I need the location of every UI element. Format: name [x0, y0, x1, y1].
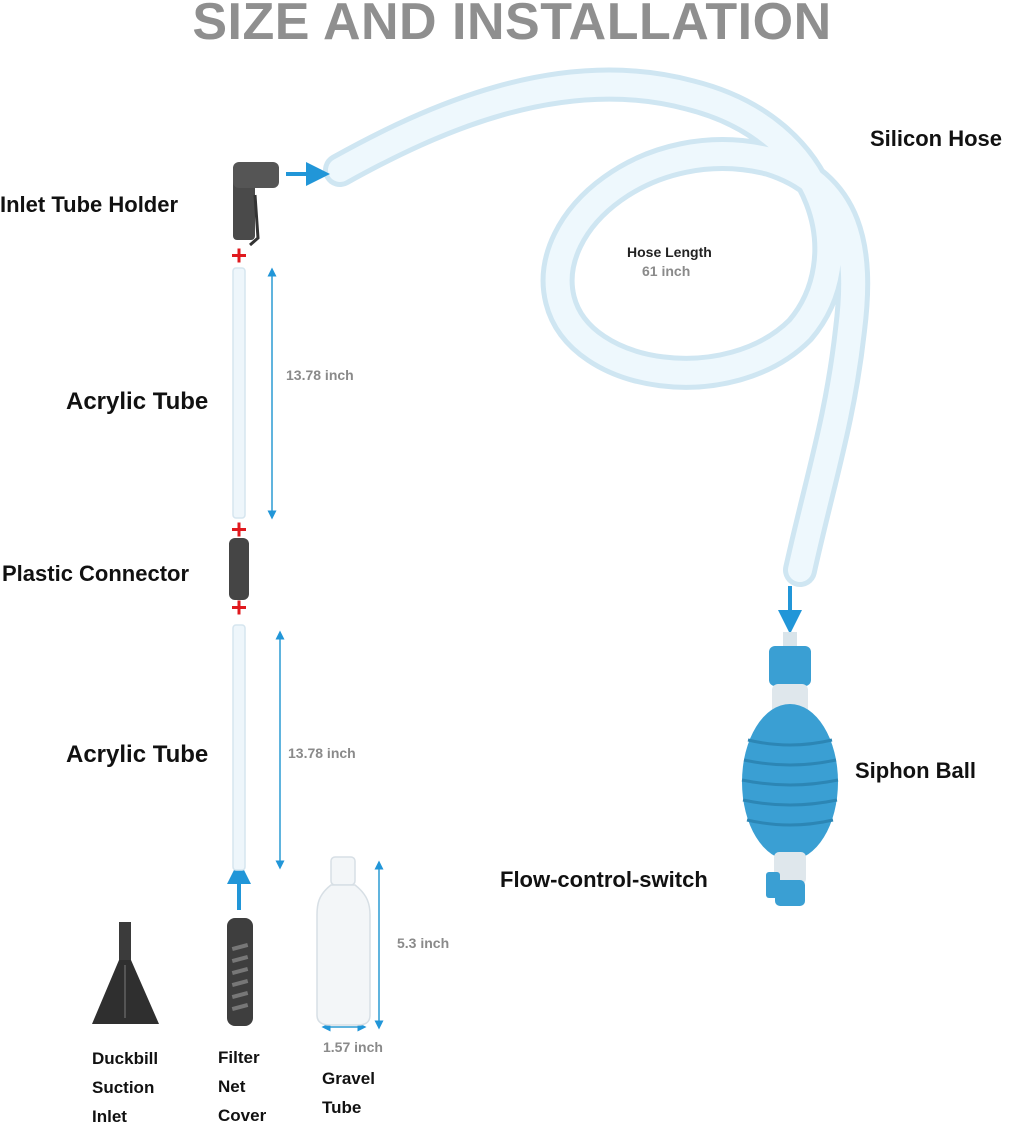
hose-length-value: 61 inch	[642, 263, 691, 279]
acrylic-lower-measurement: 13.78 inch	[288, 745, 356, 761]
gravel-tube-shape	[316, 856, 371, 1026]
acrylic-tube-lower-label: Acrylic Tube	[66, 741, 209, 768]
gravel-width-measurement: 1.57 inch	[323, 1039, 383, 1055]
duckbill-shape	[92, 922, 159, 1024]
plastic-connector-shape	[229, 538, 249, 600]
page-title: SIZE AND INSTALLATION	[192, 0, 832, 51]
hose-length-label: Hose Length	[627, 244, 712, 260]
gravel-tube-label: Gravel Tube	[322, 1069, 375, 1117]
siphon-ball-shape	[741, 632, 839, 906]
gravel-height-measurement: 5.3 inch	[397, 935, 450, 951]
plus-icon	[232, 248, 246, 615]
duckbill-label: Duckbill Suction Inlet	[92, 1049, 159, 1126]
silicon-hose	[323, 67, 871, 587]
filter-net-shape	[227, 918, 253, 1026]
acrylic-tube-upper-shape	[232, 267, 246, 519]
filter-net-label: Filter Net Cover	[218, 1048, 267, 1125]
acrylic-upper-measurement: 13.78 inch	[286, 367, 354, 383]
acrylic-tube-lower-shape	[232, 624, 246, 871]
flow-control-switch-label: Flow-control-switch	[500, 867, 708, 892]
silicon-hose-label: Silicon Hose	[870, 126, 1003, 151]
siphon-ball-label: Siphon Ball	[855, 758, 976, 783]
inlet-tube-holder-shape	[233, 162, 279, 247]
inlet-tube-holder-label: Inlet Tube Holder	[0, 192, 179, 217]
acrylic-tube-upper-label: Acrylic Tube	[66, 388, 209, 415]
plastic-connector-label: Plastic Connector	[2, 561, 190, 586]
